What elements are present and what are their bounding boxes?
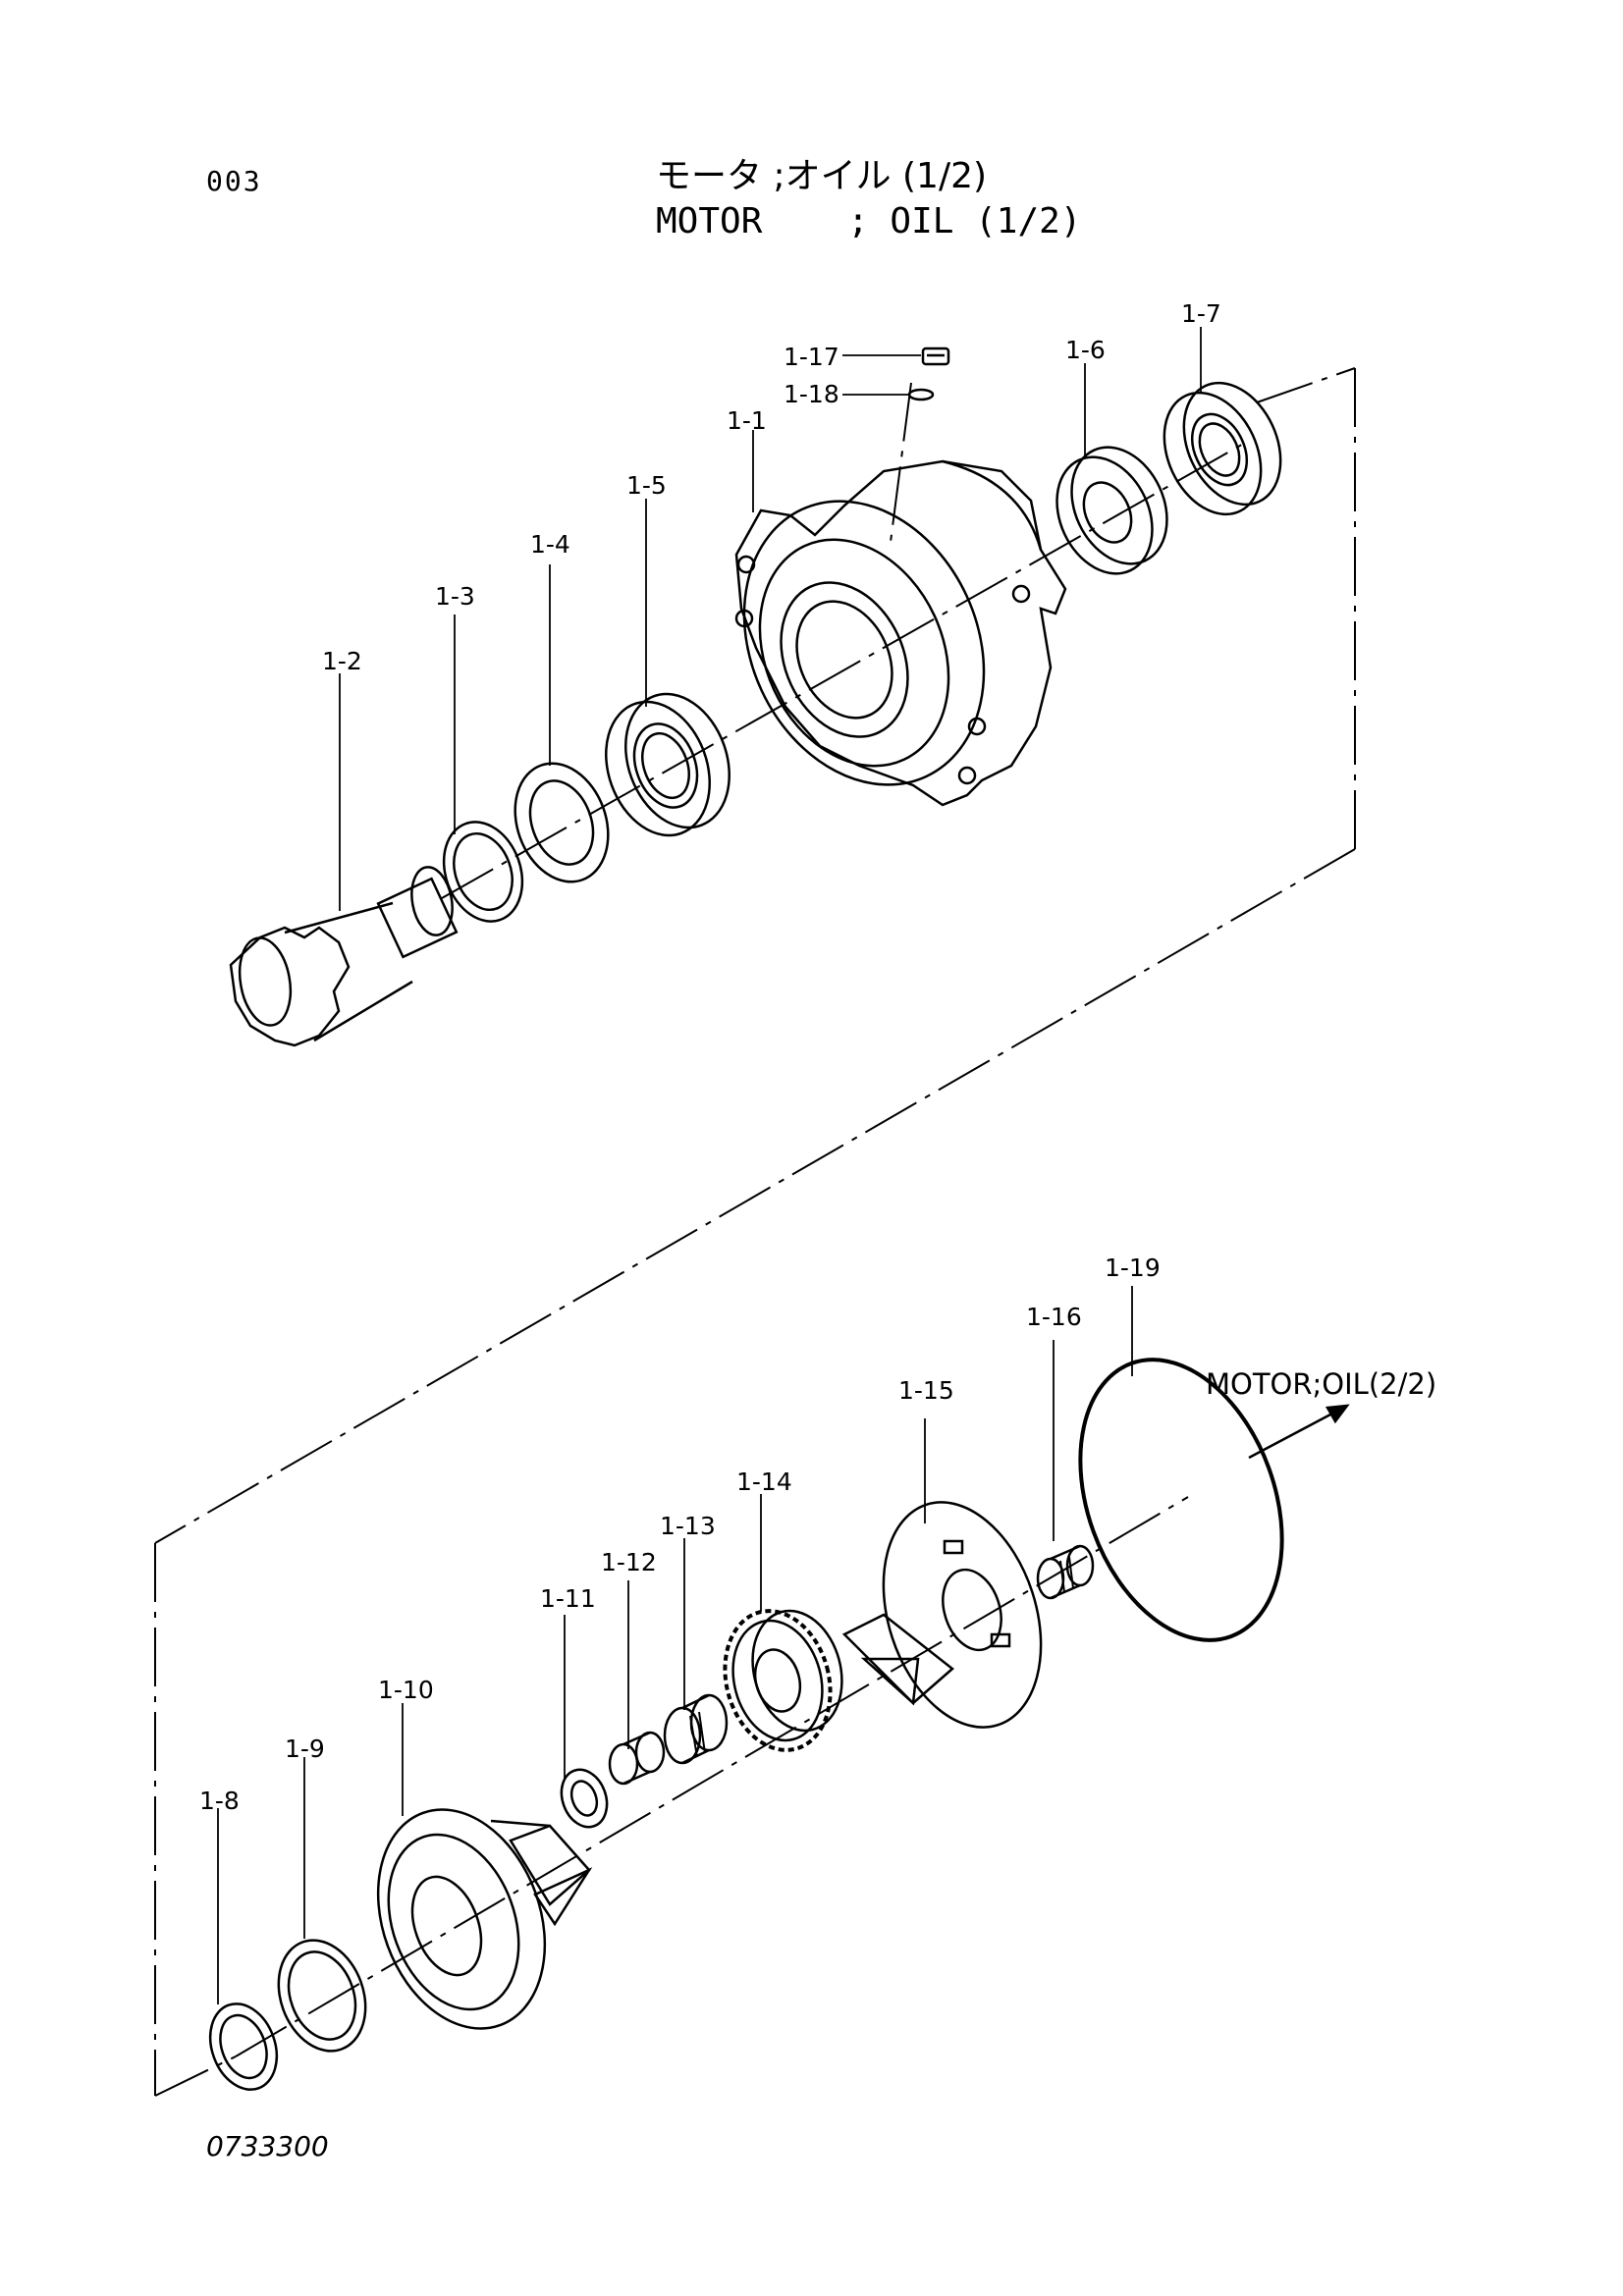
callout-1-8: 1-8 [199,1787,240,1815]
callout-1-15: 1-15 [898,1376,954,1405]
part-1-7-bearing [1163,381,1282,516]
leader-lines [217,327,1202,2004]
part-1-11-washer [560,1768,609,1829]
title-english: MOTOR ; OIL (1/2) [656,201,1082,241]
part-1-18-o-ring [907,388,935,401]
part-1-4-washer [514,762,610,883]
part-1-17-plug [921,347,950,366]
callout-1-1: 1-1 [727,406,767,435]
part-1-16-sun-gear [1036,1544,1095,1600]
continuation-label: MOTOR;OIL(2/2) [1206,1367,1436,1401]
callout-1-10: 1-10 [378,1676,434,1704]
callout-1-17: 1-17 [784,343,839,371]
callout-1-19: 1-19 [1105,1254,1161,1282]
callout-1-6: 1-6 [1065,336,1106,364]
callout-1-18: 1-18 [784,380,839,408]
part-1-10-carrier [376,1808,593,2030]
callout-1-7: 1-7 [1181,299,1221,328]
callout-1-11: 1-11 [540,1584,596,1613]
part-1-9-ring [277,1939,367,2053]
part-1-13-needle-bearing [663,1693,729,1765]
callout-1-4: 1-4 [530,530,570,559]
callout-labels: 1-1 1-2 1-3 1-4 1-5 1-6 1-7 1-8 1-9 1-10… [199,299,1436,1815]
callout-1-5: 1-5 [626,471,667,500]
drawing-id: 0733300 [206,2130,329,2163]
callout-1-12: 1-12 [601,1548,657,1576]
callout-1-2: 1-2 [322,647,362,675]
title-japanese: モータ ;オイル (1/2) [656,156,988,196]
part-1-5-bearing [605,692,730,837]
part-1-8-snap-ring [208,2002,279,2091]
part-1-12-bushing [608,1731,666,1786]
part-1-1-motor-housing [734,459,1067,807]
continuation-arrow [1248,1404,1350,1460]
axis-lines [235,382,1248,2057]
part-1-15-carrier-plate [841,1501,1043,1729]
part-1-14-planet-gear [723,1609,843,1752]
part-1-2-pinion-shaft [229,866,459,1047]
callout-1-16: 1-16 [1026,1303,1082,1331]
callout-1-9: 1-9 [285,1735,325,1763]
callout-1-13: 1-13 [660,1512,716,1540]
page-number: 003 [206,165,262,197]
callout-1-3: 1-3 [435,582,475,611]
part-1-6-oil-seal [1055,446,1168,575]
callout-1-14: 1-14 [736,1468,792,1496]
assembly-frame [154,367,1356,2097]
part-1-3-retaining-ring [442,821,524,923]
